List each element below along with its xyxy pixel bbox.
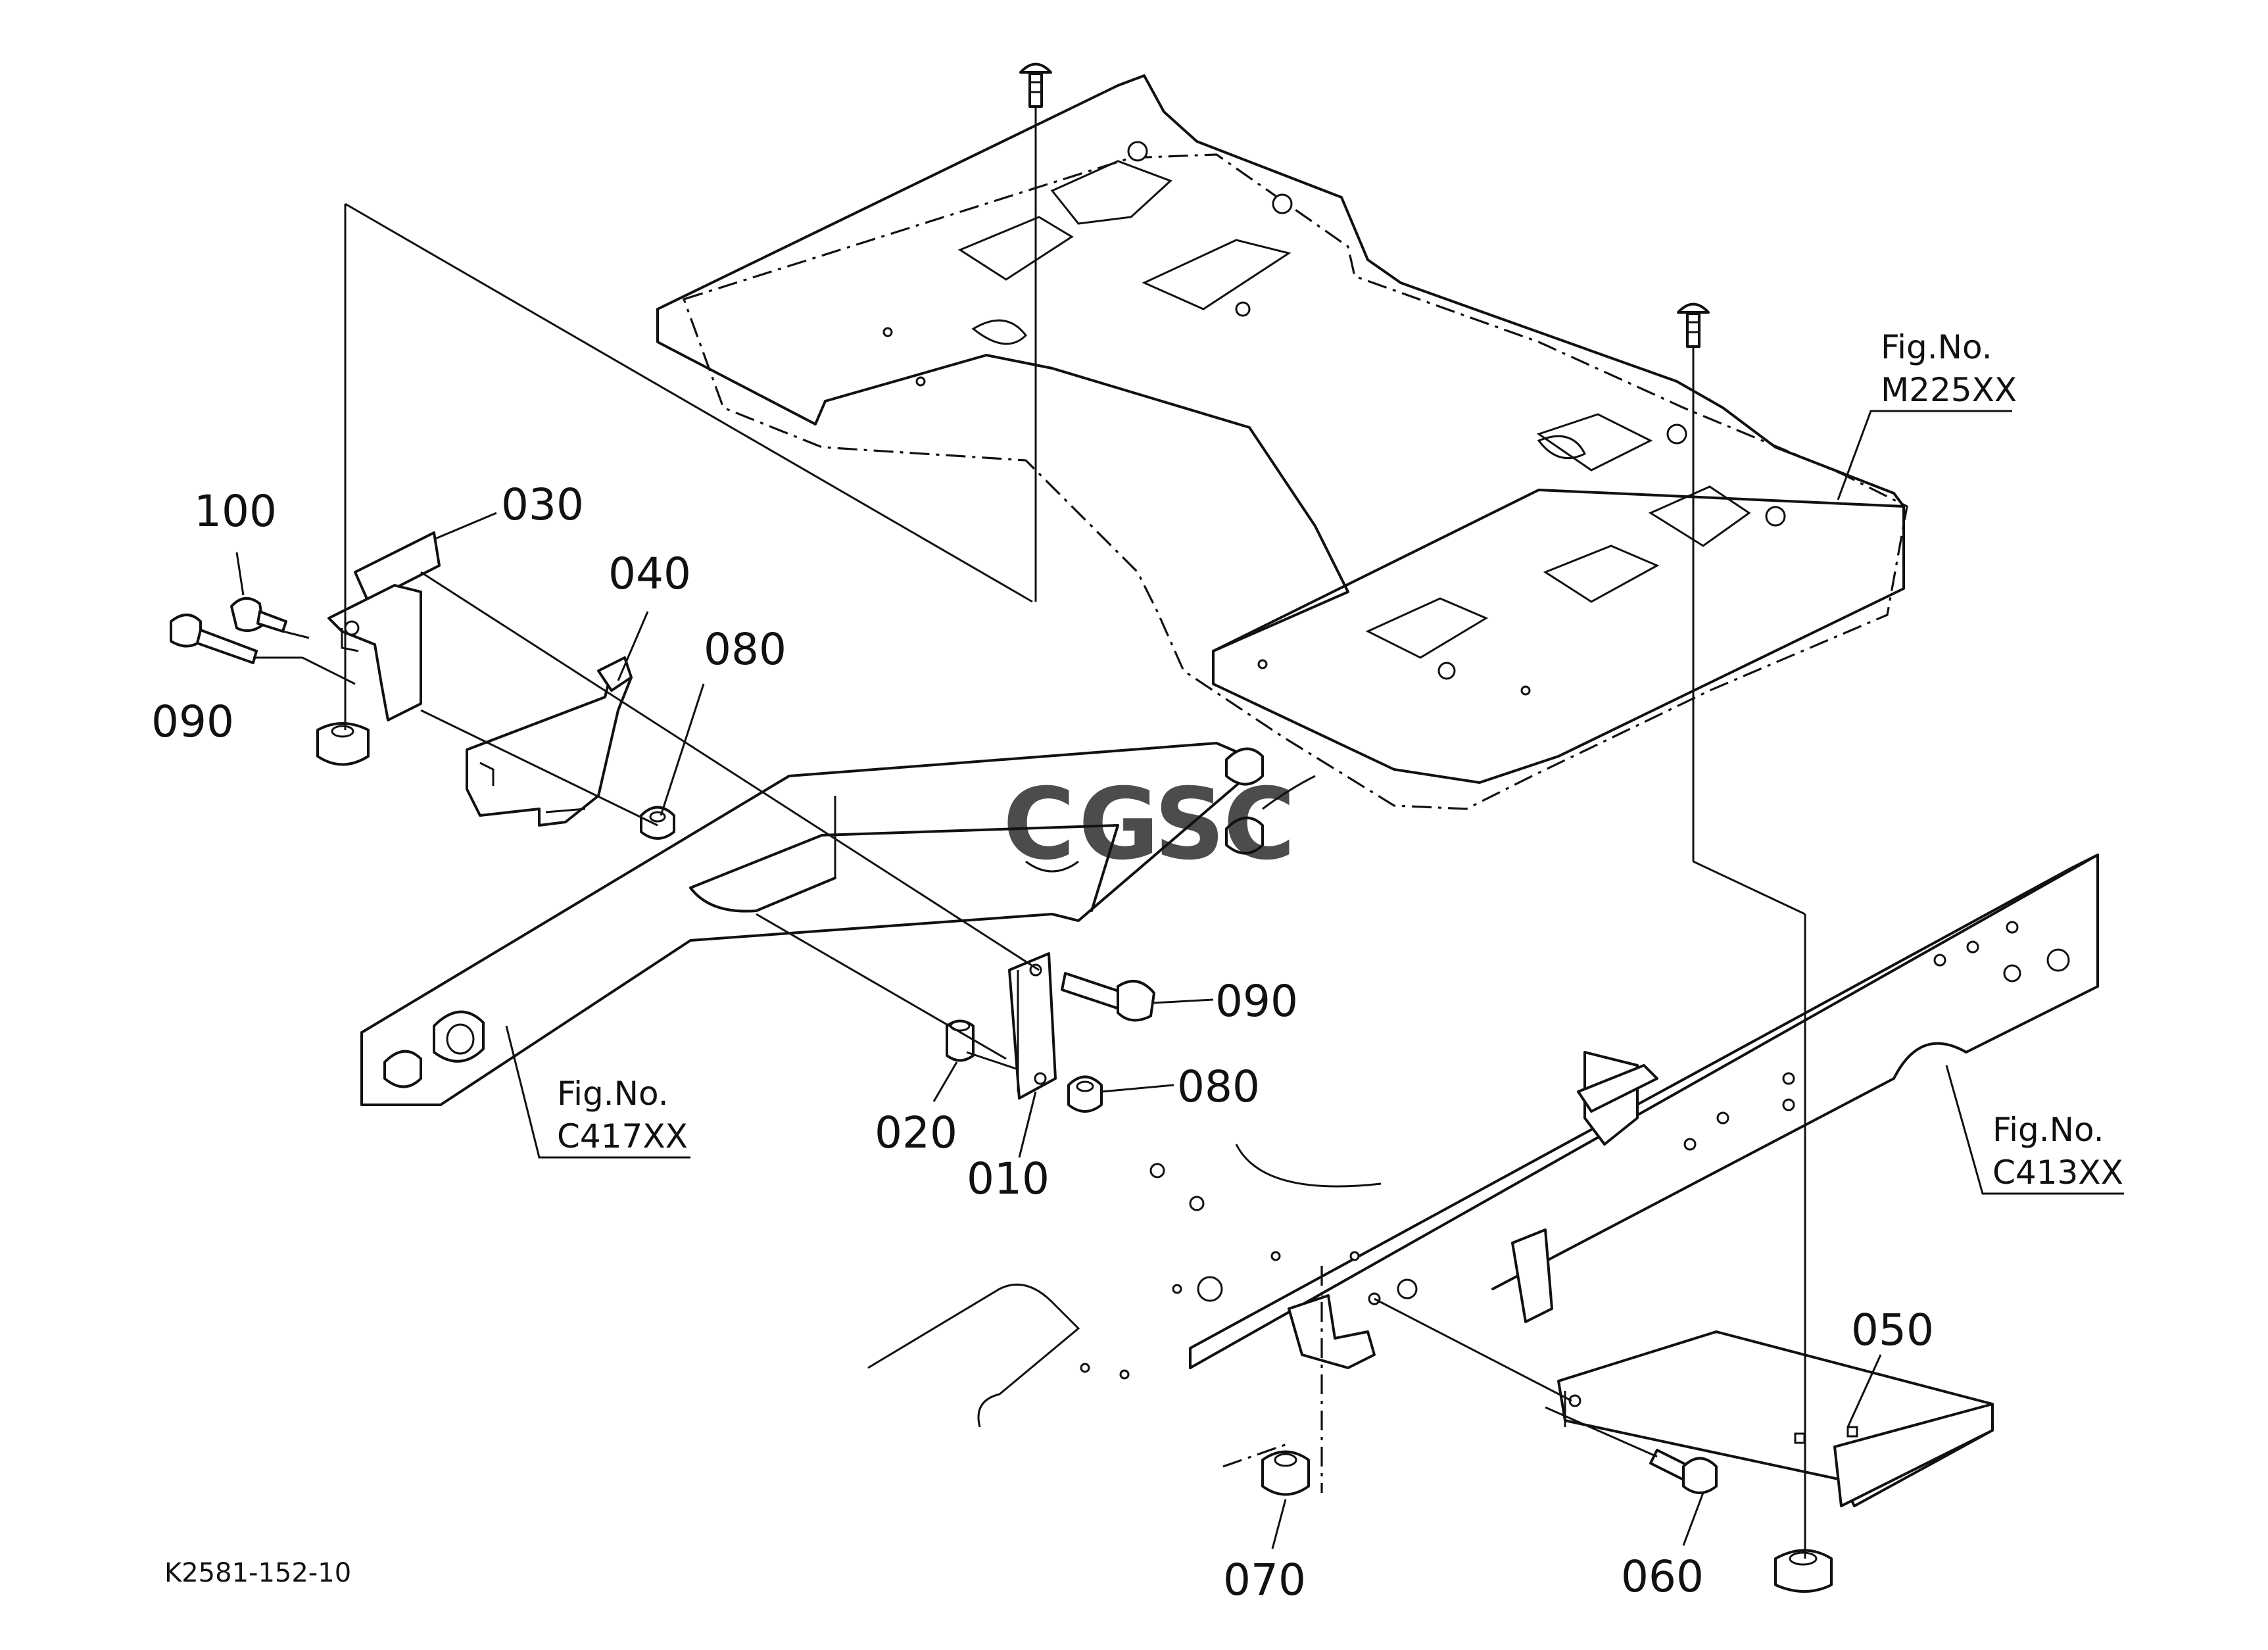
callout-060-number: 060 [1621, 1551, 1704, 1602]
callout-080-upper[interactable]: 080 [704, 624, 786, 675]
callout-100[interactable]: 100 [194, 486, 277, 537]
bracket-050 [1557, 1330, 1994, 1507]
callout-020[interactable]: 020 [875, 1107, 957, 1158]
fig-ref-c413-label: Fig.No. [1992, 1111, 2104, 1149]
bolt-060 [1649, 1449, 1718, 1494]
bracket-040 [466, 656, 633, 827]
callout-070-number: 070 [1223, 1555, 1306, 1605]
callout-100-number: 100 [194, 486, 277, 537]
callout-040-number: 040 [608, 548, 691, 599]
watermark-letter-1: G [1078, 767, 1159, 882]
callout-090-left[interactable]: 090 [151, 696, 234, 747]
mount-rubber-070 [1261, 1450, 1310, 1496]
callout-080-upper-number: 080 [704, 624, 786, 675]
mount-rubber-right [1774, 1549, 1833, 1593]
callout-070[interactable]: 070 [1223, 1555, 1306, 1605]
plate-010 [1008, 952, 1057, 1100]
callout-090-left-number: 090 [151, 696, 234, 747]
fig-ref-c413[interactable]: Fig.No. C413XX [1992, 1111, 2123, 1192]
fig-ref-c417-code: C417XX [557, 1117, 688, 1155]
watermark-letter-2: S [1154, 767, 1225, 882]
callout-030-number: 030 [501, 479, 584, 530]
frame-c417 [360, 742, 1316, 1106]
watermark: C G S C [1003, 767, 1295, 882]
callout-060[interactable]: 060 [1621, 1551, 1704, 1602]
callout-080-lower-number: 080 [1177, 1061, 1260, 1112]
callout-020-number: 020 [875, 1107, 957, 1158]
callout-090-right-number: 090 [1215, 976, 1298, 1027]
nut-080-upper [640, 806, 675, 840]
callout-030[interactable]: 030 [501, 479, 584, 530]
bolt-090-left [170, 614, 258, 664]
fig-ref-c417[interactable]: Fig.No. C417XX [557, 1075, 688, 1155]
floor-bolt-left [1019, 62, 1052, 108]
fig-ref-m225-label: Fig.No. [1881, 328, 1992, 366]
fig-ref-m225-code: M225XX [1881, 371, 2017, 409]
bracket-030 [327, 531, 441, 721]
watermark-letter-0: C [1003, 767, 1075, 882]
callout-010[interactable]: 010 [967, 1153, 1050, 1204]
bolt-100 [230, 597, 287, 633]
floor-bolt-right [1677, 303, 1710, 348]
mount-rubber-left [316, 722, 370, 766]
watermark-letter-3: C [1223, 767, 1295, 882]
fig-ref-c417-label: Fig.No. [557, 1075, 669, 1113]
bracket-small [1288, 1294, 1376, 1369]
bolt-090-right [1061, 972, 1155, 1022]
callout-010-number: 010 [967, 1153, 1050, 1204]
callout-080-lower[interactable]: 080 [1177, 1061, 1260, 1112]
floor-plate [656, 74, 1908, 810]
fig-ref-m225[interactable]: Fig.No. M225XX [1881, 328, 2017, 409]
callout-leaders [235, 410, 2124, 1549]
collar-020 [946, 1019, 975, 1062]
frame-c413 [867, 854, 2099, 1428]
drawing-code: K2581-152-10 [164, 1558, 351, 1588]
callout-040[interactable]: 040 [608, 548, 691, 599]
callout-050-number: 050 [1851, 1305, 1934, 1355]
callout-050[interactable]: 050 [1851, 1305, 1934, 1355]
assembly-lines [253, 105, 1806, 1559]
fig-ref-c413-code: C413XX [1992, 1153, 2123, 1192]
callout-090-right[interactable]: 090 [1215, 976, 1298, 1027]
nut-080-lower [1067, 1075, 1103, 1113]
